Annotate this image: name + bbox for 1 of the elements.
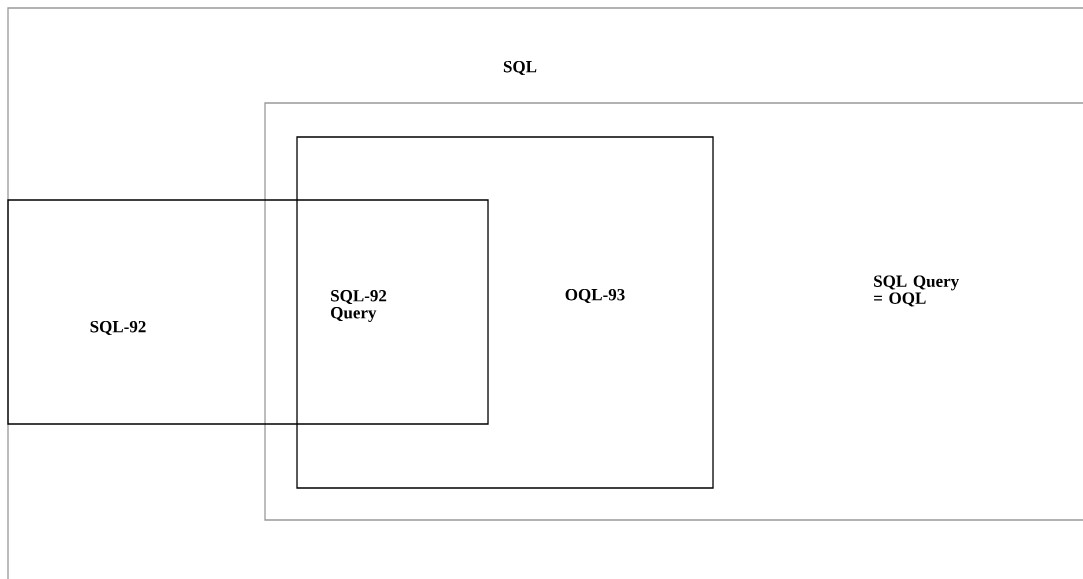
region-label: SQL-92 Query: [331, 290, 387, 322]
